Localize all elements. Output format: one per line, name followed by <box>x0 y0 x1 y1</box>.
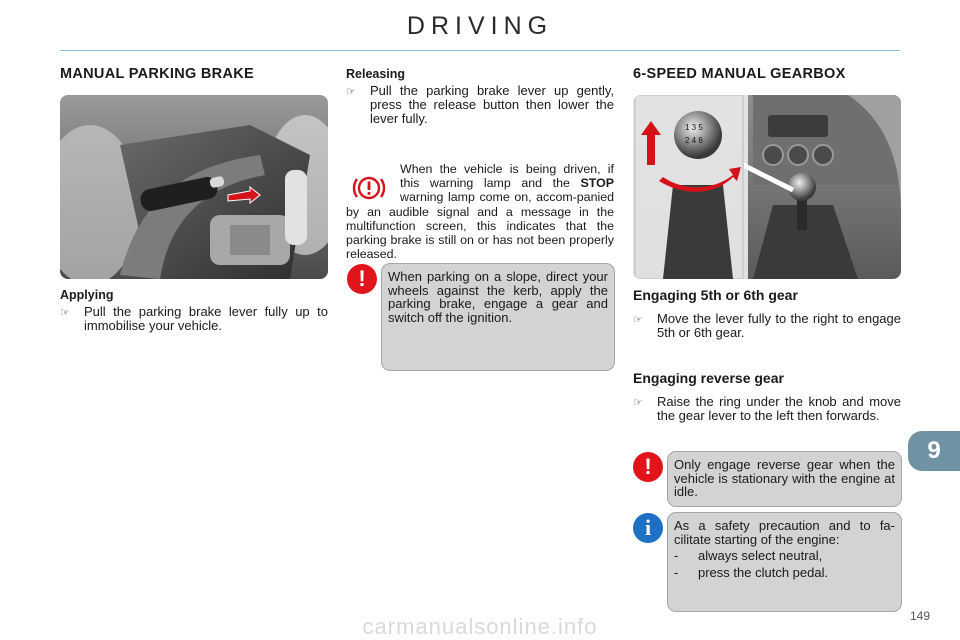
reverse-gear-instruction: ☞ Raise the ring under the knob and move… <box>633 395 901 423</box>
slope-parking-note-text: When parking on a slope, direct your whe… <box>388 269 608 325</box>
pointing-hand-icon: ☞ <box>633 314 643 326</box>
gearbox-photo: 1 3 5 2 4 6 <box>633 95 901 279</box>
chapter-number: 9 <box>927 437 941 464</box>
manual-gearbox-heading: 6-SPEED MANUAL GEARBOX <box>633 66 846 82</box>
reverse-gear-note: Only engage reverse gear when the vehicl… <box>667 451 902 507</box>
applying-instruction: ☞ Pull the parking brake lever fully up … <box>60 305 328 333</box>
parking-brake-photo <box>60 95 328 279</box>
releasing-instruction: ☞ Pull the parking brake lever up gently… <box>346 84 614 126</box>
pointing-hand-icon: ☞ <box>60 307 70 319</box>
exclamation-warning-icon: ! <box>633 452 663 482</box>
watermark: carmanualsonline.info <box>362 614 598 639</box>
safety-item-neutral: always select neutral, <box>698 548 823 563</box>
page-number: 149 <box>910 609 931 623</box>
starting-safety-intro: As a safety precaution and to fa-cilitat… <box>674 518 895 547</box>
info-icon: i <box>633 513 663 543</box>
safety-item: - always select neutral, <box>668 546 901 563</box>
chapter-tab: 9 <box>908 431 960 471</box>
safety-item-clutch: press the clutch pedal. <box>698 565 829 580</box>
pointing-hand-icon: ☞ <box>633 397 643 409</box>
title-divider <box>60 50 900 51</box>
parking-brake-warning-text: When the vehicle is being driven, if thi… <box>346 162 614 261</box>
dash-marker: - <box>674 548 679 563</box>
reverse-gear-text: Raise the ring under the knob and move t… <box>657 394 901 423</box>
safety-item: - press the clutch pedal. <box>668 563 901 580</box>
parking-brake-warning-lamp-icon <box>352 171 386 205</box>
reverse-gear-note-text: Only engage reverse gear when the vehicl… <box>674 457 895 499</box>
applying-heading: Applying <box>60 288 114 302</box>
starting-safety-note: As a safety precaution and to fa-cilitat… <box>667 512 902 612</box>
fifth-sixth-gear-text: Move the lever fully to the right to eng… <box>657 311 901 340</box>
warning-text-part1: When the vehicle is being driven, if thi… <box>400 162 614 191</box>
fifth-sixth-gear-heading: Engaging 5th or 6th gear <box>633 287 798 303</box>
svg-text:2 4 6: 2 4 6 <box>685 136 703 145</box>
exclamation-warning-icon: ! <box>347 264 377 294</box>
dash-marker: - <box>674 565 679 580</box>
reverse-gear-heading: Engaging reverse gear <box>633 370 784 386</box>
releasing-heading: Releasing <box>346 67 406 81</box>
warning-text-part2: warning lamp come on, accom-panied by an… <box>346 190 614 262</box>
manual-parking-brake-heading: MANUAL PARKING BRAKE <box>60 66 254 82</box>
applying-text: Pull the parking brake lever fully up to… <box>84 304 328 333</box>
stop-label: STOP <box>580 176 614 191</box>
svg-text:1 3 5: 1 3 5 <box>685 123 703 132</box>
pointing-hand-icon: ☞ <box>346 86 356 98</box>
fifth-sixth-gear-instruction: ☞ Move the lever fully to the right to e… <box>633 312 901 340</box>
page-title: DRIVING <box>406 12 554 40</box>
slope-parking-note: When parking on a slope, direct your whe… <box>381 263 615 371</box>
releasing-text: Pull the parking brake lever up gently, … <box>370 83 614 126</box>
